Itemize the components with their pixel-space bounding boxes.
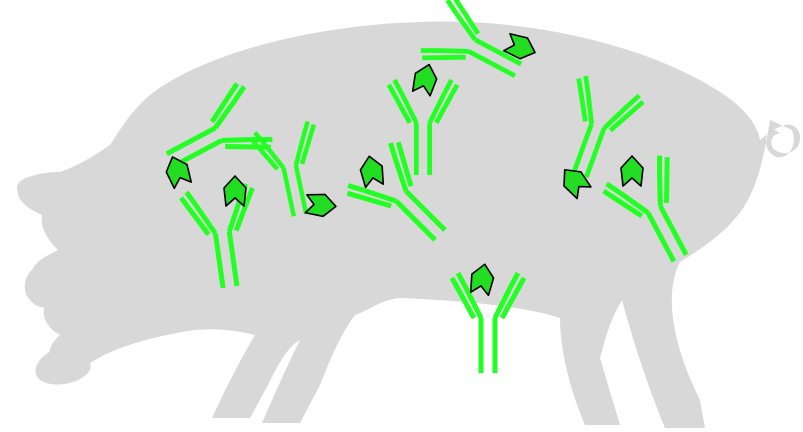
pig-silhouette-icon xyxy=(18,22,801,428)
pig-snout-icon xyxy=(25,265,64,308)
pig-jaw-icon xyxy=(36,349,91,384)
